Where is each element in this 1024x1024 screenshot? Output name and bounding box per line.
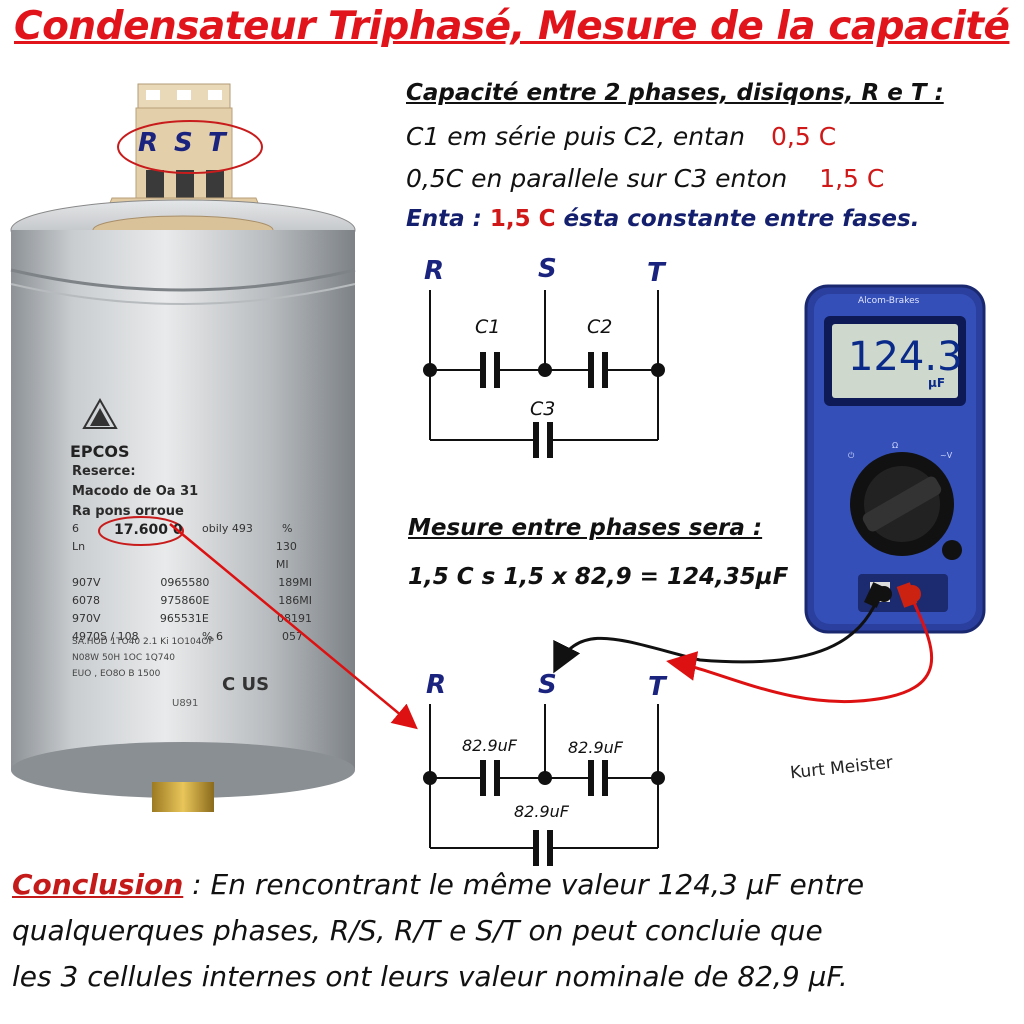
circuit-bottom-diagram — [423, 704, 665, 866]
circuit-top-cap-c1: C1 — [475, 316, 501, 338]
multimeter-unit: µF — [928, 376, 946, 390]
circuit-top-diagram — [423, 290, 665, 458]
svg-text:Ω: Ω — [892, 441, 898, 450]
capacitor-illustration — [10, 83, 356, 812]
explanation-line-2-value: 1,5 C — [819, 164, 885, 193]
explanation-line-1-text: C1 em série puis C2, entan — [406, 122, 746, 151]
explanation-line-3-suffix: ésta constante entre fases. — [555, 206, 920, 232]
capacitor-label-line: Ra pons orroue — [72, 504, 184, 519]
spec-row: 907V 0965580 189MI — [72, 574, 312, 592]
capacitor-small-print: SA.HOD 1TO40 2.1 Ki 1O104OP N08W 50H 1OC… — [72, 634, 214, 682]
terminal-label-r: R — [138, 128, 159, 158]
spec-cell: 057 — [282, 630, 303, 643]
spec-cell: % — [282, 522, 293, 535]
spec-row: Ln 130 MI — [72, 538, 312, 574]
spec-row: 6078 975860E 186MI — [72, 592, 312, 610]
svg-text:~V: ~V — [940, 451, 953, 460]
terminal-highlight-ellipse — [117, 120, 263, 174]
explanation-line-3-prefix: Enta : — [406, 206, 490, 232]
spec-cell: 6 — [72, 522, 79, 535]
explanation-heading: Capacité entre 2 phases, disiqons, R e T… — [406, 80, 944, 106]
circuit-top-cap-c3: C3 — [530, 398, 556, 420]
spec-row: 4970S / 108 % 6 057 — [72, 628, 312, 646]
circuit-top-node-r: R — [424, 256, 445, 286]
spec-cell: 965531E — [159, 612, 209, 625]
spec-cell: 6078 — [72, 594, 100, 607]
spec-row: 970V 965531E 08191 — [72, 610, 312, 628]
capacitor-label-line: Reserce: — [72, 464, 136, 479]
circuit-bottom-cap-1: 82.9uF — [462, 736, 517, 755]
conclusion-line-1: Conclusion : En rencontrant le même vale… — [12, 868, 864, 901]
circuit-bottom-cap-2: 82.9uF — [568, 738, 623, 757]
multimeter: ⏻ Ω ~V — [804, 284, 986, 634]
spec-cell: 0965580 — [160, 576, 210, 589]
terminal-label-s: S — [174, 128, 193, 158]
capacitor-label-line: Macodo de Oa 31 — [72, 484, 199, 499]
spec-cell: Ln — [72, 540, 86, 553]
capacitor-highlighted-value: 17.600 0 — [114, 522, 183, 538]
spec-cell: 970V — [72, 612, 101, 625]
small-print-line: N08W 50H 1OC 1Q740 — [72, 653, 175, 663]
spec-cell: 186MI — [278, 594, 312, 607]
circuit-bottom-node-r: R — [426, 670, 447, 700]
spec-row: 6 obily 493 % — [72, 520, 312, 538]
page-title: Condensateur Triphasé, Mesure de la capa… — [14, 4, 1010, 49]
capacitor-spec-table: 6 obily 493 % Ln 130 MI 907V 0965580 189… — [72, 520, 312, 646]
spec-cell: 975860E — [160, 594, 210, 607]
spec-cell: 907V — [72, 576, 101, 589]
terminal-label-t: T — [208, 128, 226, 158]
capacitor-brand: EPCOS — [70, 442, 130, 461]
capacitor-label-block: Reserce: Macodo de Oa 31 Ra pons orroue — [72, 462, 198, 522]
spec-cell: 130 MI — [275, 540, 297, 571]
explanation-line-2-text: 0,5C en parallele sur C3 enton — [406, 164, 788, 193]
explanation-line-3-value: 1,5 C — [489, 206, 556, 232]
explanation-line-1: C1 em série puis C2, entan 0,5 C — [406, 122, 836, 151]
conclusion-line-3: les 3 cellules internes ont leurs valeur… — [12, 960, 848, 993]
ul-cert-mark: C US — [222, 674, 270, 695]
value-highlight-ellipse — [98, 516, 184, 546]
capacitor-foot-code: U891 — [172, 698, 199, 709]
spec-cell: 4970S / 108 — [72, 630, 139, 643]
circuit-bottom-node-t: T — [648, 672, 666, 702]
circuit-top-node-s: S — [538, 254, 557, 284]
circuit-bottom-cap-3: 82.9uF — [514, 802, 569, 821]
small-print-line: SA.HOD 1TO40 2.1 Ki 1O104OP — [72, 637, 214, 647]
explanation-line-2: 0,5C en parallele sur C3 enton 1,5 C — [406, 164, 884, 193]
conclusion-heading: Conclusion — [12, 868, 184, 901]
multimeter-reading: 124.3 — [848, 334, 963, 380]
spec-cell: 08191 — [277, 612, 312, 625]
multimeter-brand: Alcom-Brakes — [858, 296, 920, 306]
explanation-line-1-value: 0,5 C — [770, 122, 837, 151]
circuit-bottom-node-s: S — [538, 670, 557, 700]
spec-cell: 189MI — [278, 576, 312, 589]
conclusion-line-2: qualquerques phases, R/S, R/T e S/T on p… — [12, 914, 823, 947]
spec-cell: % 6 — [202, 630, 223, 643]
svg-text:⏻: ⏻ — [848, 451, 855, 460]
circuit-top-node-t: T — [647, 258, 665, 288]
small-print-line: EUO , EO8O B 1500 — [72, 669, 161, 679]
conclusion-line-1-text: : En rencontrant le même valeur 124,3 µF… — [183, 868, 865, 901]
measure-formula: 1,5 C s 1,5 x 82,9 = 124,35µF — [408, 564, 789, 590]
circuit-top-cap-c2: C2 — [587, 316, 613, 338]
spec-cell: obily 493 — [202, 522, 253, 535]
explanation-line-3: Enta : 1,5 C ésta constante entre fases. — [406, 206, 919, 232]
measure-heading: Mesure entre phases sera : — [408, 515, 763, 541]
